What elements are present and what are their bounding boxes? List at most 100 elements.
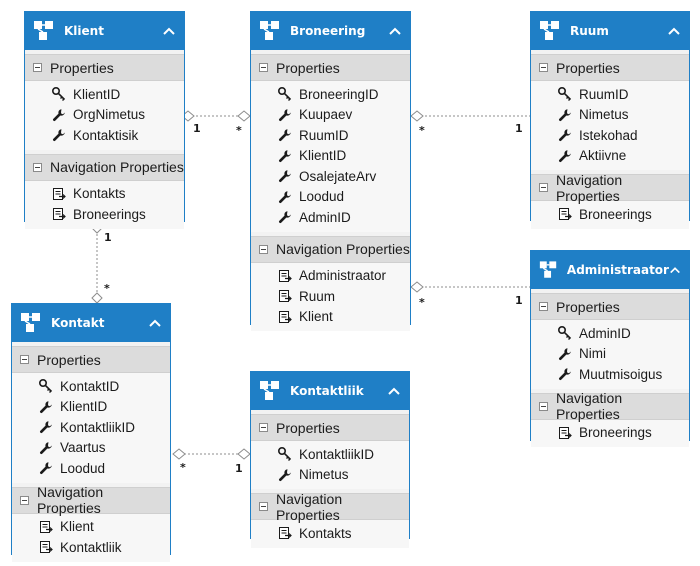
property-row[interactable]: Loodud — [12, 458, 170, 479]
navigation-property-icon — [278, 527, 292, 540]
property-row[interactable]: KontaktID — [12, 376, 170, 397]
collapse-toggle-icon[interactable] — [259, 423, 268, 432]
properties-section-header[interactable]: Properties — [531, 54, 689, 81]
wrench-icon — [40, 441, 52, 454]
chevron-up-icon[interactable] — [669, 263, 681, 277]
navigation-list: Klient Kontaktliik — [12, 513, 170, 562]
section-label: Navigation Properties — [36, 484, 104, 516]
property-row[interactable]: AdminID — [531, 323, 689, 344]
entity-header[interactable]: Broneering — [251, 12, 410, 50]
chevron-up-icon[interactable] — [387, 384, 401, 398]
wrench-icon — [559, 129, 571, 142]
property-row[interactable]: Nimetus — [531, 105, 689, 126]
properties-section-header[interactable]: Properties — [531, 293, 689, 320]
collapse-toggle-icon[interactable] — [20, 495, 29, 505]
navigation-section-header[interactable]: Navigation Properties — [25, 153, 184, 181]
property-row[interactable]: KlientID — [12, 397, 170, 418]
property-row[interactable]: AdminID — [251, 207, 410, 228]
collapse-toggle-icon[interactable] — [33, 63, 42, 72]
property-row[interactable]: Kontaktisik — [25, 125, 184, 146]
entity-header[interactable]: Ruum — [531, 12, 689, 50]
property-row[interactable]: Muutmisoigus — [531, 364, 689, 385]
properties-section-header[interactable]: Properties — [12, 346, 170, 373]
navigation-row[interactable]: Klient — [251, 307, 410, 328]
entity-broneering[interactable]: Broneering Properties BroneeringID Kuupa… — [250, 11, 411, 331]
property-name: AdminID — [299, 209, 351, 225]
wrench-icon — [40, 421, 52, 434]
chevron-up-icon[interactable] — [388, 24, 402, 38]
property-row[interactable]: Nimi — [531, 344, 689, 365]
navigation-name: Broneerings — [73, 206, 146, 222]
property-row[interactable]: KontaktliikID — [12, 417, 170, 438]
navigation-section-header[interactable]: Navigation Properties — [531, 172, 689, 204]
navigation-row[interactable]: Broneerings — [531, 423, 689, 444]
multiplicity-label: 1 — [515, 294, 523, 307]
properties-section-header[interactable]: Properties — [25, 54, 184, 81]
entity-icon — [20, 312, 41, 333]
navigation-row[interactable]: Klient — [12, 517, 170, 538]
chevron-up-icon[interactable] — [162, 24, 176, 38]
property-row[interactable]: Vaartus — [12, 438, 170, 459]
navigation-section-header[interactable]: Navigation Properties — [251, 491, 409, 523]
association-diamond — [172, 448, 186, 460]
entity-header[interactable]: Kontakt — [12, 304, 170, 342]
entity-kontakt[interactable]: Kontakt Properties KontaktID KlientID Ko… — [11, 303, 171, 562]
property-row[interactable]: Nimetus — [251, 465, 409, 486]
property-row[interactable]: BroneeringID — [251, 84, 410, 105]
collapse-toggle-icon[interactable] — [539, 63, 548, 72]
collapse-toggle-icon[interactable] — [539, 183, 548, 192]
navigation-property-icon — [39, 520, 53, 533]
property-row[interactable]: Loodud — [251, 187, 410, 208]
collapse-toggle-icon[interactable] — [539, 401, 548, 411]
navigation-row[interactable]: Kontakts — [251, 523, 409, 544]
collapse-toggle-icon[interactable] — [259, 244, 268, 254]
properties-section-header[interactable]: Properties — [251, 54, 410, 81]
chevron-up-icon[interactable] — [148, 316, 162, 330]
property-row[interactable]: KontaktliikID — [251, 444, 409, 465]
navigation-section-header[interactable]: Navigation Properties — [12, 484, 170, 516]
entity-kontaktliik[interactable]: Kontaktliik Properties KontaktliikID Nim… — [250, 371, 410, 548]
chevron-up-icon[interactable] — [667, 24, 681, 38]
collapse-toggle-icon[interactable] — [33, 162, 42, 172]
property-row[interactable]: Aktiivne — [531, 146, 689, 167]
property-row[interactable]: RuumID — [531, 84, 689, 105]
navigation-row[interactable]: Broneerings — [25, 204, 184, 225]
entity-header[interactable]: Klient — [25, 12, 184, 50]
entity-header[interactable]: Administraator — [531, 251, 689, 289]
collapse-toggle-icon[interactable] — [539, 302, 548, 311]
property-row[interactable]: KlientID — [251, 146, 410, 167]
key-icon — [278, 447, 292, 462]
wrench-icon — [53, 129, 65, 142]
collapse-toggle-icon[interactable] — [20, 355, 29, 364]
navigation-row[interactable]: Administraator — [251, 266, 410, 287]
property-name: RuumID — [579, 86, 629, 102]
collapse-toggle-icon[interactable] — [259, 502, 268, 511]
navigation-row[interactable]: Broneerings — [531, 204, 689, 225]
property-row[interactable]: KlientID — [25, 84, 184, 105]
properties-section-header[interactable]: Properties — [251, 414, 409, 441]
navigation-property-icon — [278, 290, 292, 303]
entity-klient[interactable]: Klient Properties KlientID OrgNimetus Ko… — [24, 11, 185, 229]
navigation-section-header[interactable]: Navigation Properties — [531, 390, 689, 422]
property-row[interactable]: OrgNimetus — [25, 105, 184, 126]
association-diamond — [410, 281, 424, 293]
property-row[interactable]: Kuupaev — [251, 105, 410, 126]
navigation-row[interactable]: Kontaktliik — [12, 537, 170, 558]
properties-list: KlientID OrgNimetus Kontaktisik — [25, 81, 184, 150]
section-label: Properties — [37, 351, 101, 368]
navigation-property-icon — [39, 541, 53, 554]
property-row[interactable]: Istekohad — [531, 125, 689, 146]
section-label: Properties — [556, 298, 620, 315]
collapse-toggle-icon[interactable] — [259, 63, 268, 72]
navigation-row[interactable]: Kontakts — [25, 184, 184, 205]
navigation-row[interactable]: Ruum — [251, 286, 410, 307]
entity-administraator[interactable]: Administraator Properties AdminID Nimi M… — [530, 250, 690, 447]
property-row[interactable]: OsalejateArv — [251, 166, 410, 187]
navigation-property-icon — [558, 426, 572, 439]
association-diamond — [91, 292, 103, 304]
property-row[interactable]: RuumID — [251, 125, 410, 146]
entity-ruum[interactable]: Ruum Properties RuumID Nimetus Istekohad… — [530, 11, 690, 229]
entity-header[interactable]: Kontaktliik — [251, 372, 409, 410]
section-label: Navigation Properties — [276, 241, 410, 257]
navigation-section-header[interactable]: Navigation Properties — [251, 235, 410, 263]
